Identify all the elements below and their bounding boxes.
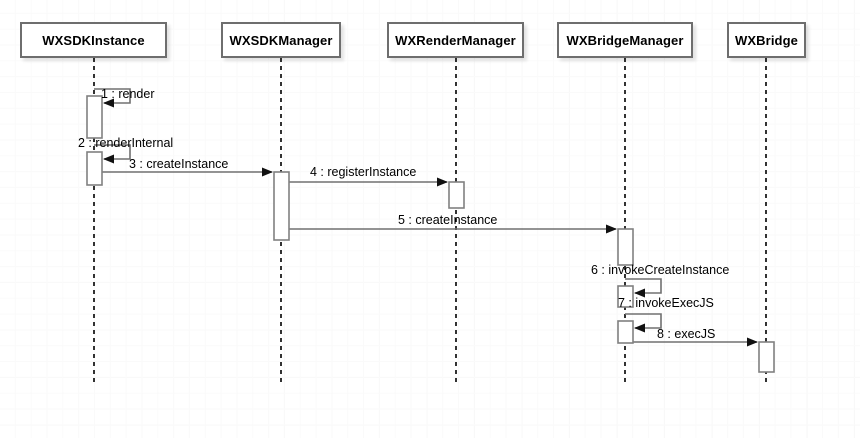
- message-label-1: 1 : render: [101, 87, 155, 101]
- message-label-4: 4 : registerInstance: [310, 165, 417, 179]
- message-label-5: 5 : createInstance: [398, 213, 498, 227]
- participant-label-wxbridgemanager: WXBridgeManager: [566, 32, 684, 48]
- activation-bars: [86, 95, 775, 373]
- participant-box-wxrendermanager[interactable]: WXRenderManager: [387, 22, 524, 58]
- participant-box-wxsdkmanager[interactable]: WXSDKManager: [221, 22, 341, 58]
- participant-label-wxrendermanager: WXRenderManager: [395, 32, 516, 48]
- activation-bridgemgr-2: [617, 285, 634, 308]
- activation-bridgemgr-1: [617, 228, 634, 266]
- activation-bridge-1: [758, 341, 775, 373]
- message-2-renderinternal[interactable]: [94, 144, 131, 164]
- message-1-render[interactable]: [94, 88, 131, 108]
- message-label-2: 2 : renderInternal: [78, 136, 174, 150]
- participant-label-wxsdkinstance: WXSDKInstance: [42, 32, 145, 48]
- activation-rendermgr-1: [448, 181, 465, 209]
- participant-box-wxbridgemanager[interactable]: WXBridgeManager: [557, 22, 693, 58]
- message-label-7: 7 : invokeExecJS: [618, 296, 714, 310]
- message-label-6: 6 : invokeCreateInstance: [591, 263, 730, 277]
- message-label-8: 8 : execJS: [657, 327, 716, 341]
- participant-box-wxsdkinstance[interactable]: WXSDKInstance: [20, 22, 167, 58]
- message-7-invokeexecjs[interactable]: [625, 313, 662, 333]
- activation-instance-1: [86, 95, 103, 139]
- activation-instance-2: [86, 151, 103, 186]
- participant-box-wxbridge[interactable]: WXBridge: [727, 22, 806, 58]
- participant-label-wxsdkmanager: WXSDKManager: [229, 32, 333, 48]
- participant-label-wxbridge: WXBridge: [735, 32, 798, 48]
- activation-bridgemgr-3: [617, 320, 634, 344]
- activation-sdkmgr-1: [273, 171, 290, 241]
- message-label-3: 3 : createInstance: [129, 157, 229, 171]
- message-6-invokecreateinstance[interactable]: [625, 278, 662, 298]
